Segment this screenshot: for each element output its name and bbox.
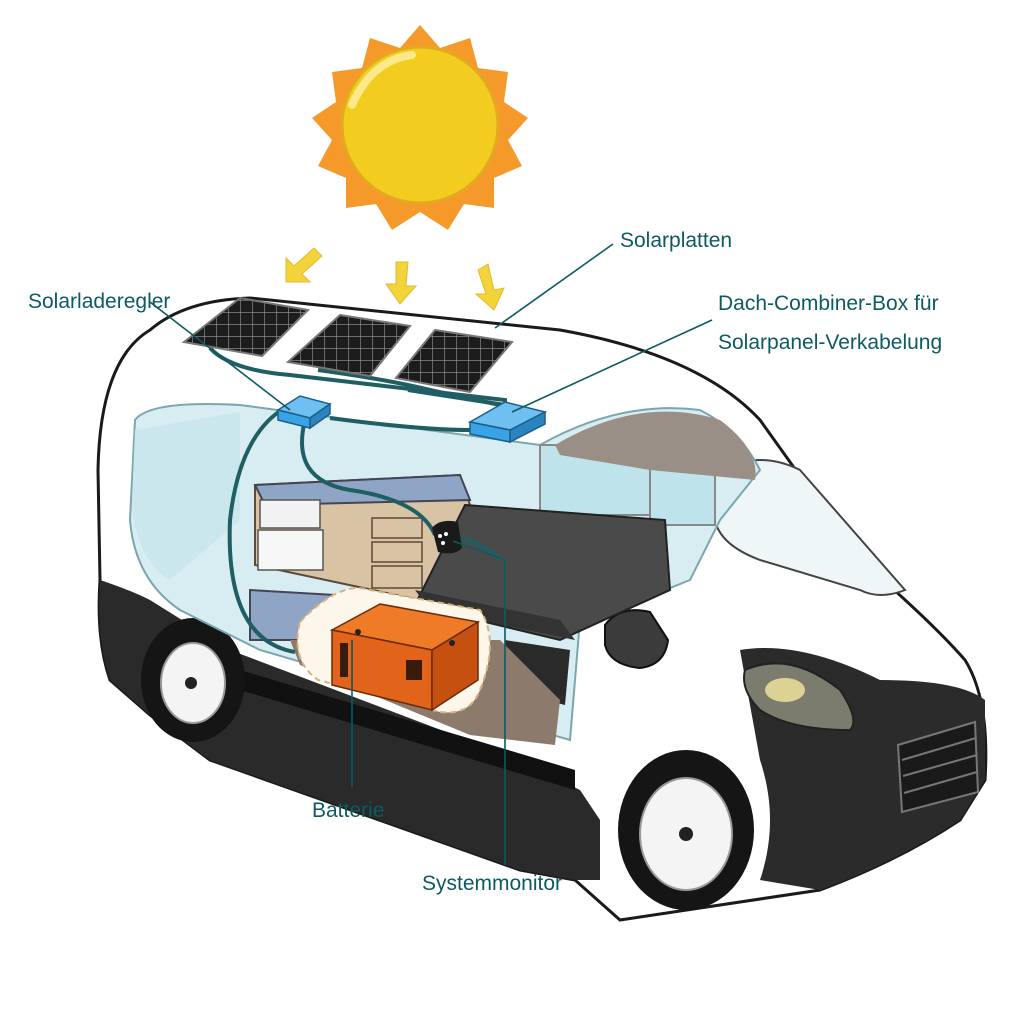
leader-lines: [149, 243, 713, 865]
side-mirror: [604, 609, 670, 670]
label-battery: Batterie: [312, 799, 385, 822]
system-monitor-icon: [432, 520, 462, 554]
sunlight-arrow-icon: [285, 247, 505, 311]
front-wheel: [618, 750, 754, 910]
charge-controller-icon: [276, 395, 332, 430]
label-solar-panels: Solarplatten: [620, 229, 733, 252]
bench-seat: [413, 503, 672, 705]
label-combiner-box-line1: Dach-Combiner-Box für: [718, 292, 939, 315]
sun-core: [340, 45, 500, 205]
solar-panel-1: [181, 296, 311, 358]
windshield: [713, 459, 907, 596]
label-system-monitor: Systemmonitor: [422, 872, 563, 895]
solar-panel-3: [394, 328, 514, 394]
combiner-box-icon: [467, 401, 548, 444]
solar-panel-2: [285, 313, 412, 378]
grille: [896, 720, 980, 814]
label-combiner-box-line2: Solarpanel-Verkabelung: [718, 331, 943, 354]
sun-icon: [312, 25, 528, 230]
battery-icon: [296, 587, 491, 714]
label-charge-controller: Solarladeregler: [28, 290, 171, 313]
solar-panel-icon: [181, 296, 514, 394]
rear-wheel: [141, 618, 245, 742]
